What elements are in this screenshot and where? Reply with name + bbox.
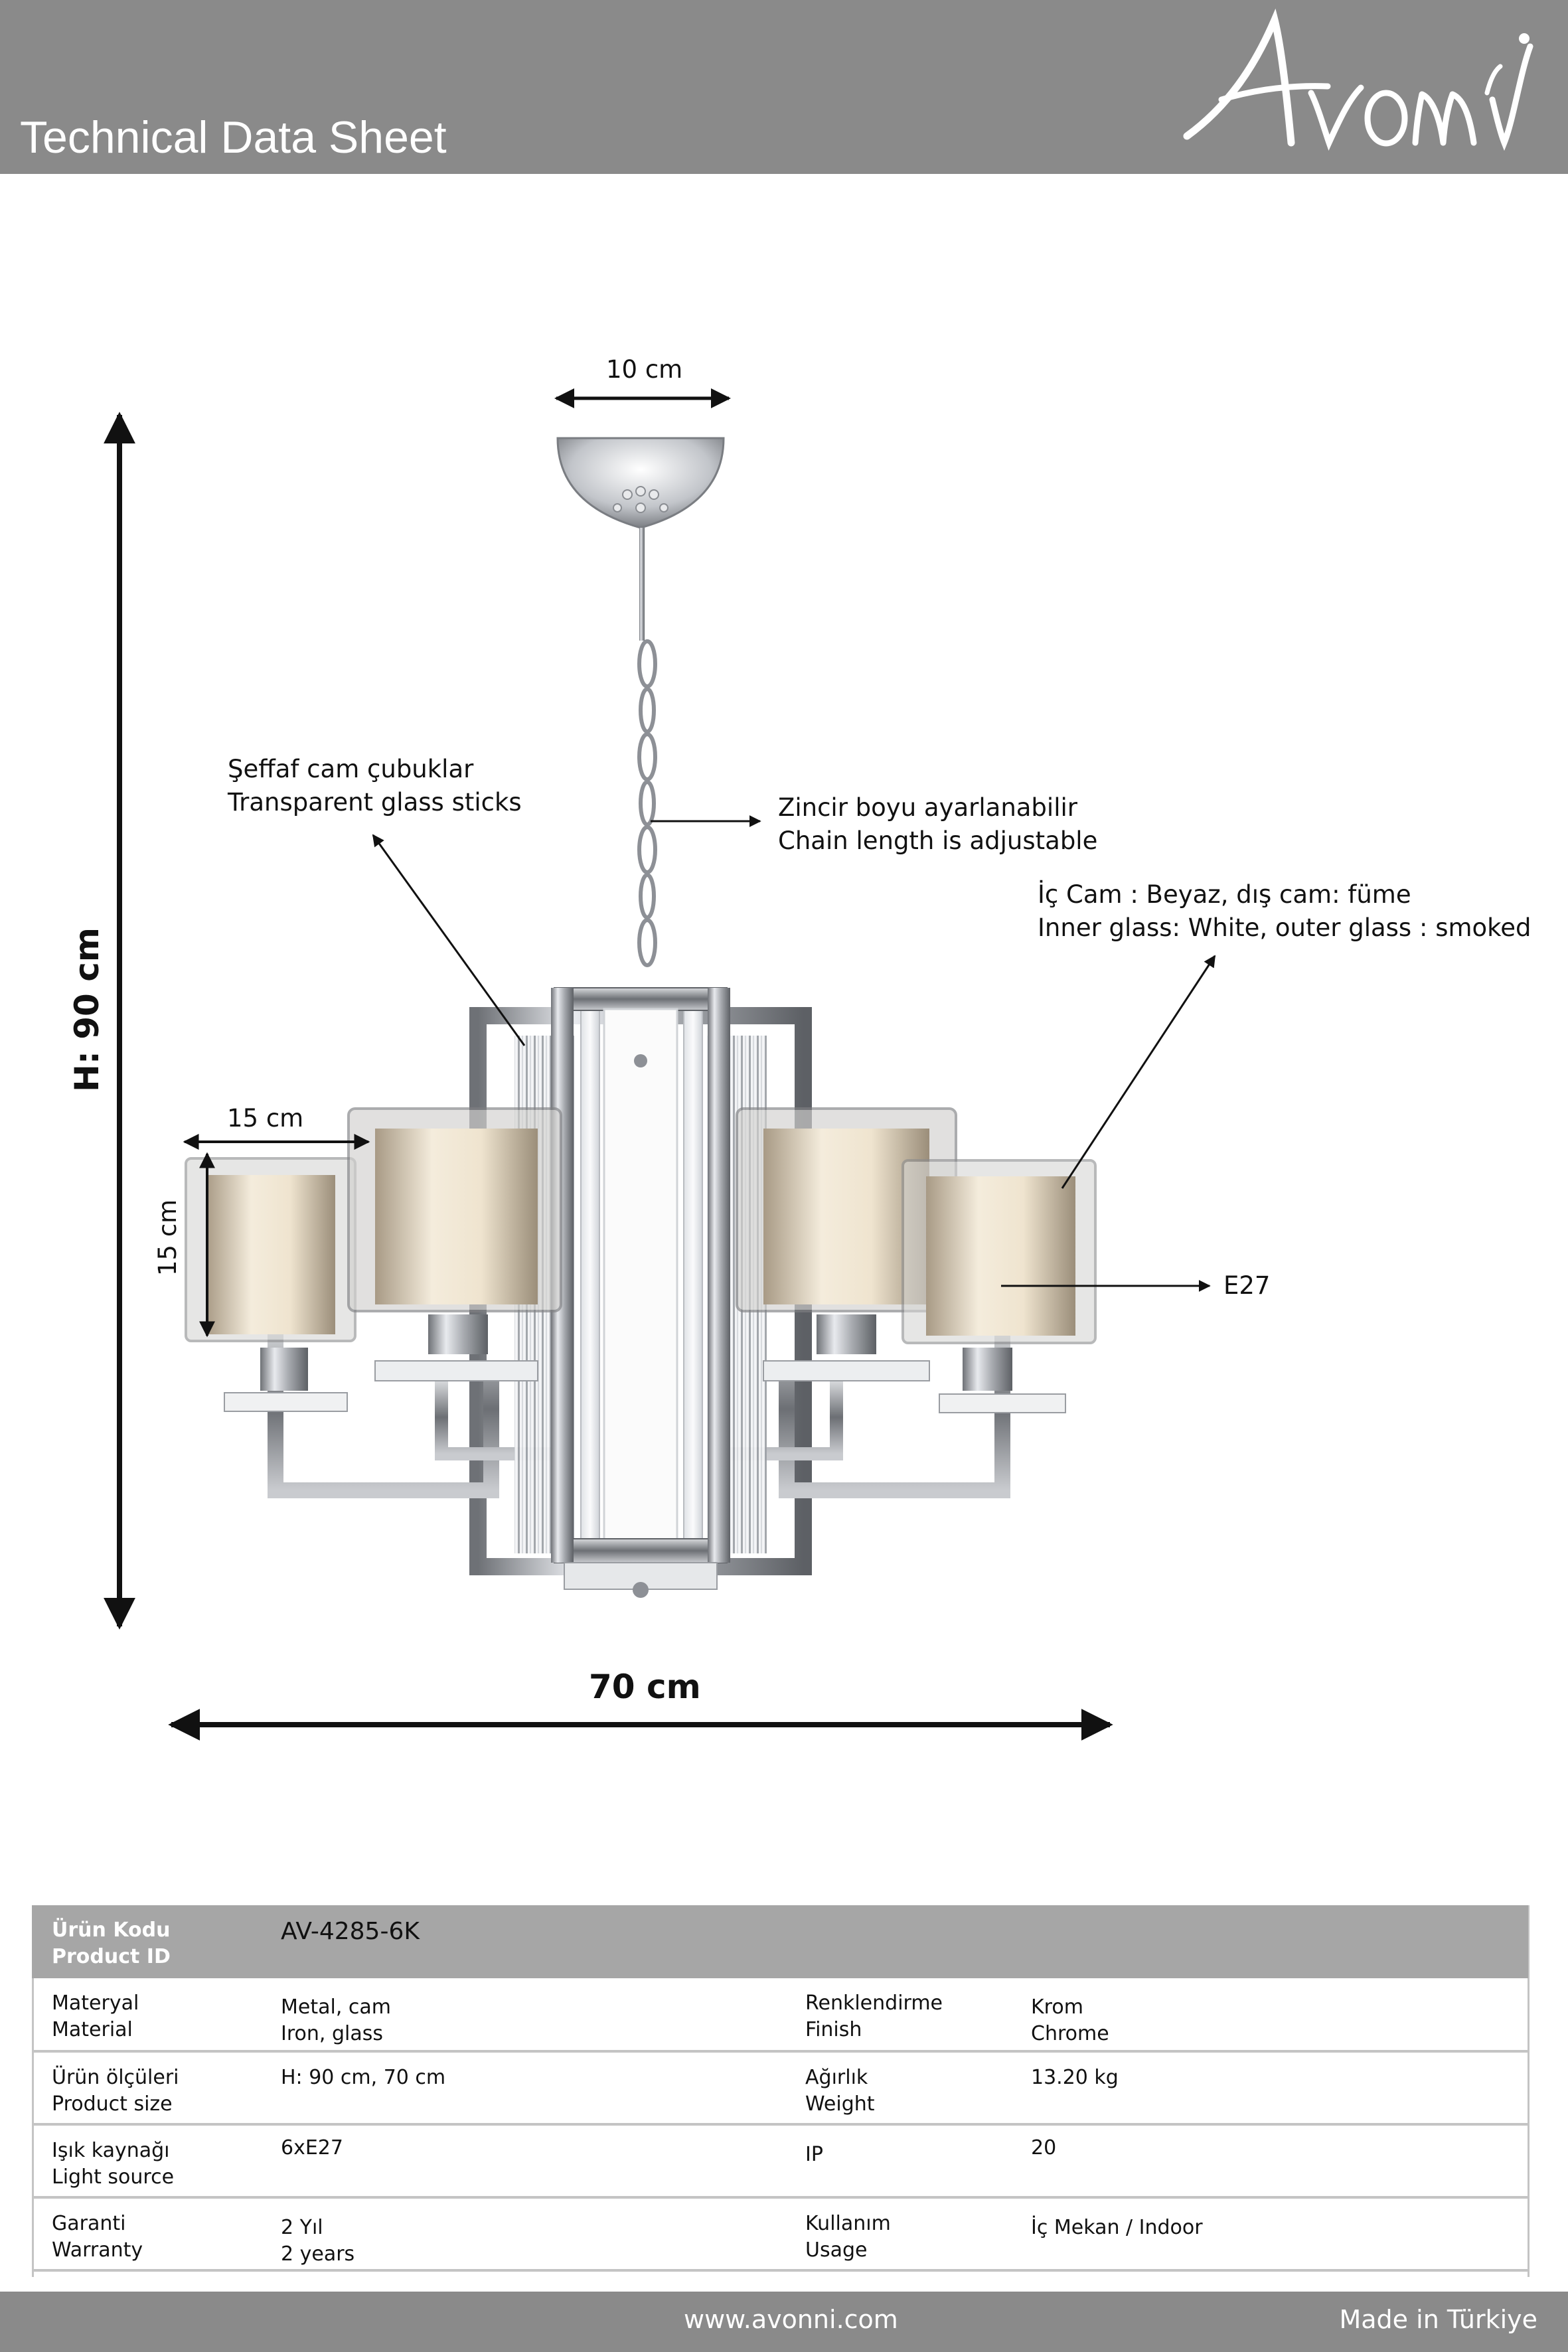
shade-width-label: 15 cm xyxy=(227,1104,304,1133)
shade-height-label: 15 cm xyxy=(153,1199,182,1276)
socket-callout: E27 xyxy=(1223,1271,1271,1300)
page-title: Technical Data Sheet xyxy=(20,112,447,163)
spec-table: Ürün Kodu Product ID AV-4285-6K Materyal… xyxy=(32,1905,1528,2272)
canopy-width-label: 10 cm xyxy=(606,355,683,384)
width-label: 70 cm xyxy=(589,1668,701,1706)
product-drawing xyxy=(104,388,1216,1741)
footer-bar: www.avonni.com Made in Türkiye xyxy=(0,2292,1568,2352)
chain-callout: Zincir boyu ayarlanabilir Chain length i… xyxy=(778,793,1098,855)
shade-far-right xyxy=(902,1159,1097,1413)
header-bar: Technical Data Sheet xyxy=(0,0,1568,174)
glass-sticks-callout: Şeffaf cam çubuklar Transparent glass st… xyxy=(228,755,522,817)
suspension-rod xyxy=(639,528,645,641)
made-in-label: Made in Türkiye xyxy=(1339,2305,1537,2334)
chain xyxy=(637,639,657,967)
shade-left xyxy=(347,1107,562,1381)
height-label: H: 90 cm xyxy=(68,927,106,1092)
product-id-value: AV-4285-6K xyxy=(281,1918,420,1945)
glass-callout: İç Cam : Beyaz, dış cam: füme Inner glas… xyxy=(1038,880,1531,942)
brand-logo xyxy=(1183,8,1533,151)
website-link[interactable]: www.avonni.com xyxy=(684,2305,898,2334)
spec-row-product-id: Ürün Kodu Product ID AV-4285-6K xyxy=(32,1905,1528,1978)
ceiling-canopy xyxy=(556,437,725,529)
shade-right xyxy=(736,1107,957,1381)
shade-far-left xyxy=(185,1157,356,1412)
